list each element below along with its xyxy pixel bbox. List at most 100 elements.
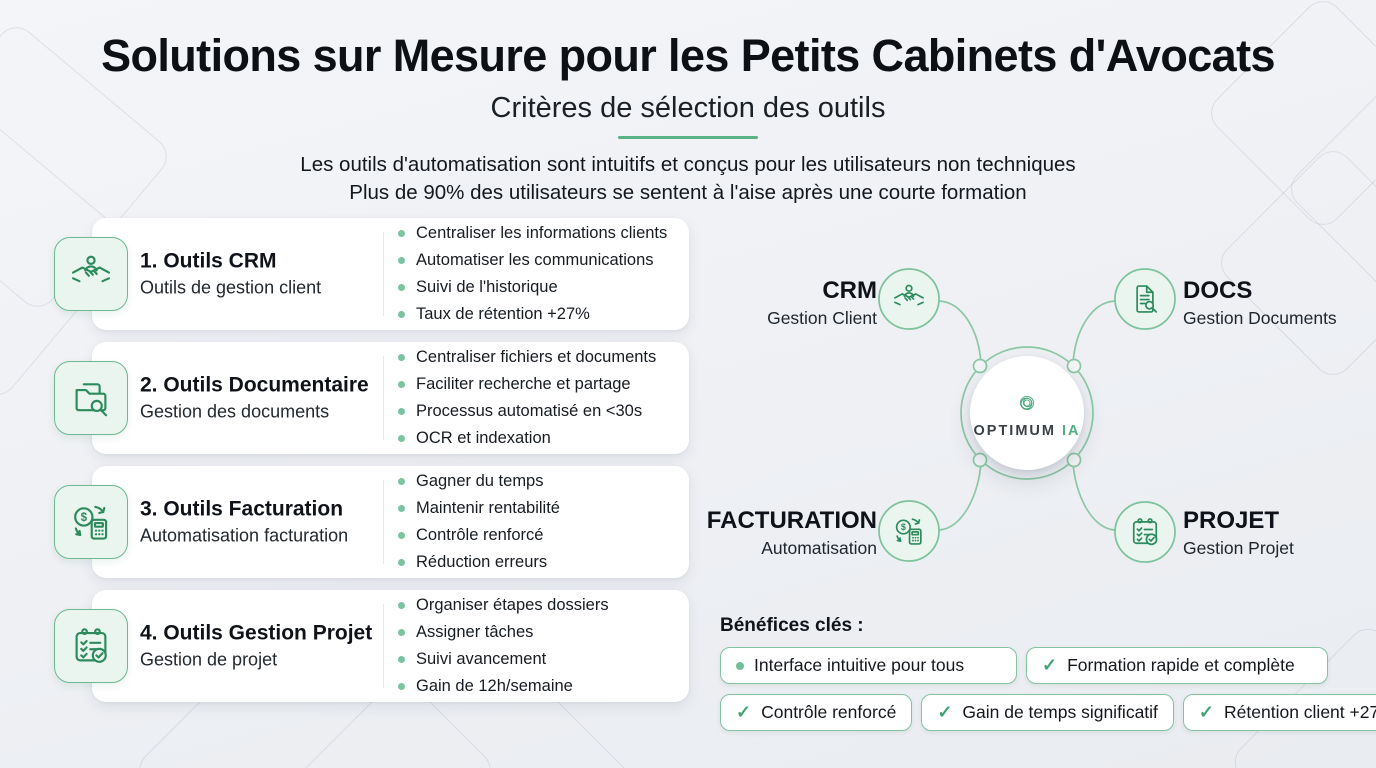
bullet-item: Suivi de l'historique xyxy=(398,278,667,297)
bullet-dot-icon xyxy=(398,381,405,388)
billing-sync-icon xyxy=(68,499,114,545)
page-title: Solutions sur Mesure pour les Petits Cab… xyxy=(101,30,1275,81)
hub-brand: OPTIMUM IA xyxy=(974,423,1081,439)
bullet-dot-icon xyxy=(398,435,405,442)
tool-title: 3. Outils Facturation xyxy=(140,497,344,521)
tool-icon-tile xyxy=(54,361,128,435)
tool-subtitle: Outils de gestion client xyxy=(140,277,322,298)
tool-card-crm: 1. Outils CRM Outils de gestion client C… xyxy=(54,218,689,330)
benefit-label: Contrôle renforcé xyxy=(761,702,897,722)
benefit-label: Formation rapide et complète xyxy=(1067,655,1295,675)
tool-card-heading: 2. Outils Documentaire Gestion des docum… xyxy=(140,374,378,423)
bullet-text: Gain de 12h/semaine xyxy=(416,677,573,695)
tool-card-heading: 4. Outils Gestion Projet Gestion de proj… xyxy=(140,622,378,671)
benefit-pill: ✓ Rétention client +27% xyxy=(1182,694,1376,731)
benefit-label: Rétention client +27% xyxy=(1224,702,1376,722)
ring-connector-dot xyxy=(972,452,988,468)
intro-line-2: Plus de 90% des utilisateurs se sentent … xyxy=(349,181,1027,204)
bullet-item: Contrôle renforcé xyxy=(398,526,560,545)
bullet-item: Assigner tâches xyxy=(398,623,609,642)
benefit-pill: ✓ Gain de temps significatif xyxy=(921,694,1174,731)
bullet-text: Processus automatisé en <30s xyxy=(416,402,643,420)
tool-card-heading: 1. Outils CRM Outils de gestion client xyxy=(140,250,378,299)
node-label-docs: DOCS Gestion Documents xyxy=(1183,277,1337,329)
bullet-dot-icon xyxy=(398,656,405,663)
dot-icon xyxy=(736,661,744,670)
ring-connector-dot xyxy=(1066,452,1082,468)
node-title: DOCS xyxy=(1183,277,1253,304)
connector-line xyxy=(1072,300,1116,365)
node-title: FACTURATION xyxy=(706,507,877,534)
node-label-facturation: FACTURATION Automatisation xyxy=(707,507,877,559)
card-divider xyxy=(383,604,384,688)
bullet-dot-icon xyxy=(398,629,405,636)
tool-card-facturation: 3. Outils Facturation Automatisation fac… xyxy=(54,466,689,578)
node-subtitle: Gestion Projet xyxy=(1183,538,1294,558)
bullet-item: Centraliser fichiers et documents xyxy=(398,348,656,367)
bullet-item: Maintenir rentabilité xyxy=(398,499,560,518)
tool-icon-tile xyxy=(54,485,128,559)
benefits-row: Interface intuitive pour tous ✓ Formatio… xyxy=(720,647,1376,684)
bullet-item: Organiser étapes dossiers xyxy=(398,596,609,615)
bullet-text: Centraliser les informations clients xyxy=(416,224,668,242)
tool-subtitle: Automatisation facturation xyxy=(140,525,349,546)
folder-search-icon xyxy=(68,375,114,421)
node-subtitle: Gestion Client xyxy=(767,308,877,328)
bullet-dot-icon xyxy=(398,602,405,609)
tool-card-gestion-projet: 4. Outils Gestion Projet Gestion de proj… xyxy=(54,590,689,702)
benefit-pill: Interface intuitive pour tous xyxy=(720,647,1017,684)
bullet-text: Réduction erreurs xyxy=(416,553,548,571)
bullet-list: Gagner du temps Maintenir rentabilité Co… xyxy=(398,472,560,572)
bullet-dot-icon xyxy=(398,257,405,264)
node-circle-projet xyxy=(1114,501,1176,563)
benefit-pill: ✓ Formation rapide et complète xyxy=(1026,647,1328,684)
optimum-logo-icon xyxy=(1012,388,1042,418)
hub-ring xyxy=(960,346,1094,480)
bullet-item: Centraliser les informations clients xyxy=(398,224,667,243)
hub-brand-name: OPTIMUM xyxy=(973,422,1056,439)
connector-line xyxy=(938,300,982,365)
bullet-item: Réduction erreurs xyxy=(398,553,560,572)
bullet-list: Centraliser les informations clients Aut… xyxy=(398,224,667,324)
tool-card-documentaire: 2. Outils Documentaire Gestion des docum… xyxy=(54,342,689,454)
bullet-dot-icon xyxy=(398,311,405,318)
bullet-text: Contrôle renforcé xyxy=(416,526,544,544)
intro-line-1: Les outils d'automatisation sont intuiti… xyxy=(300,153,1076,176)
node-subtitle: Automatisation xyxy=(761,538,877,558)
bullet-item: Gagner du temps xyxy=(398,472,560,491)
benefits-list: Interface intuitive pour tous ✓ Formatio… xyxy=(720,647,1376,731)
tool-subtitle: Gestion de projet xyxy=(140,649,278,670)
bullet-text: Taux de rétention +27% xyxy=(416,305,590,323)
benefits-heading: Bénéfices clés : xyxy=(720,615,864,636)
tool-card-list: 1. Outils CRM Outils de gestion client C… xyxy=(54,218,689,702)
bullet-dot-icon xyxy=(398,478,405,485)
bullet-item: Processus automatisé en <30s xyxy=(398,402,656,421)
node-title: PROJET xyxy=(1183,507,1280,534)
node-label-projet: PROJET Gestion Projet xyxy=(1183,507,1294,559)
benefit-pill: ✓ Contrôle renforcé xyxy=(720,694,913,731)
check-icon: ✓ xyxy=(937,702,953,722)
bullet-item: Taux de rétention +27% xyxy=(398,305,667,324)
bullet-text: Organiser étapes dossiers xyxy=(416,596,609,614)
ring-connector-dot xyxy=(1066,358,1082,374)
bullet-dot-icon xyxy=(398,230,405,237)
bullet-dot-icon xyxy=(398,408,405,415)
bullet-text: Faciliter recherche et partage xyxy=(416,375,631,393)
bullet-dot-icon xyxy=(398,683,405,690)
bullet-text: Automatiser les communications xyxy=(416,251,654,269)
card-divider xyxy=(383,356,384,440)
page-subtitle: Critères de sélection des outils xyxy=(490,92,886,124)
connector-line xyxy=(938,461,982,531)
tool-title: 4. Outils Gestion Projet xyxy=(140,621,373,645)
bullet-item: Automatiser les communications xyxy=(398,251,667,270)
hub-brand-accent: IA xyxy=(1062,422,1081,439)
node-title: CRM xyxy=(822,277,877,304)
check-icon: ✓ xyxy=(1042,655,1058,675)
check-icon: ✓ xyxy=(1198,702,1215,722)
bullet-text: Gagner du temps xyxy=(416,472,544,490)
bullet-list: Organiser étapes dossiers Assigner tâche… xyxy=(398,596,609,696)
bullet-item: Gain de 12h/semaine xyxy=(398,677,609,696)
hub-diagram xyxy=(878,268,1176,563)
bullet-text: Maintenir rentabilité xyxy=(416,499,560,517)
